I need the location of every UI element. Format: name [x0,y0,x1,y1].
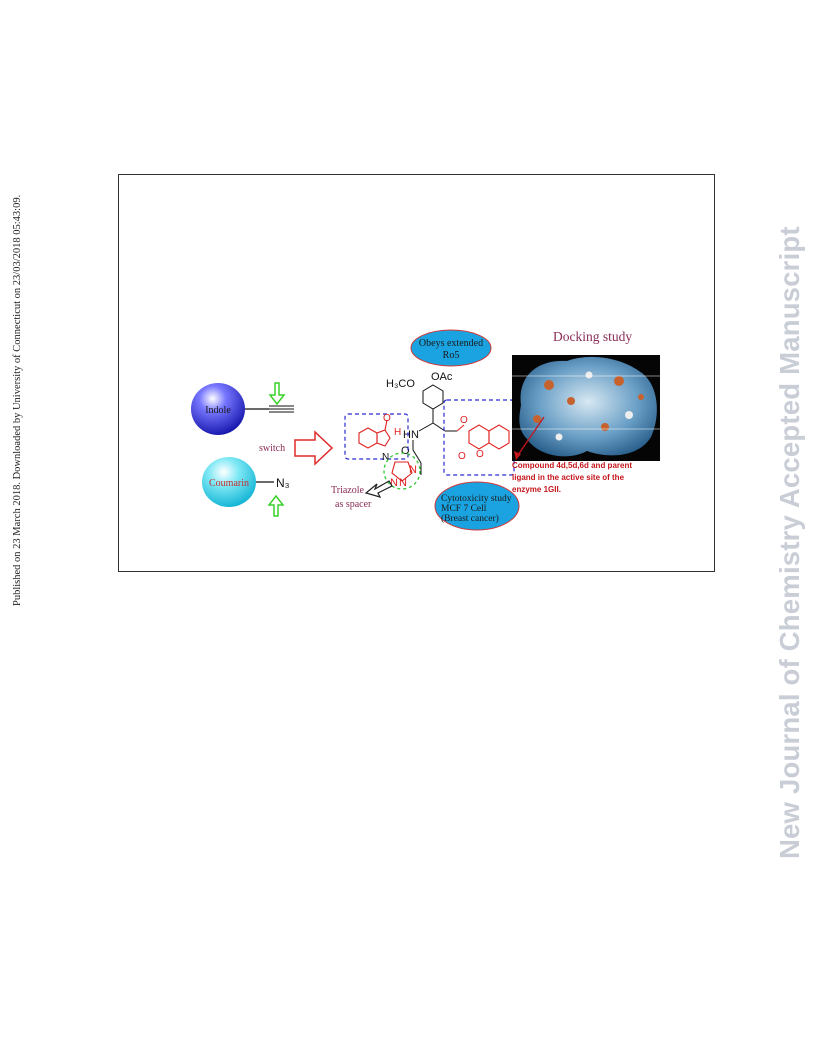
cyto-line1: Cytotoxicity study [441,494,512,504]
graphical-abstract-figure: Indole Coumarin N₃ switch Obeys extended… [191,329,660,531]
coumarin-label: Coumarin [209,478,249,489]
lactone-o-label: O [476,449,484,460]
ro5-line1: Obeys extended [419,338,483,349]
ro5-line2: Ro5 [443,350,460,361]
down-arrow-icon [268,382,286,406]
up-arrow-icon [267,494,285,517]
ketone-o-label: O [460,415,468,426]
protein-surface-icon [512,355,660,461]
methoxy-label: H₃CO [386,378,415,390]
indole-n-label: N [382,452,389,463]
caption-line3: enzyme 1GII. [512,485,561,494]
triazole-n2-label: N [399,477,407,489]
carbonyl-o-label: O [401,445,410,457]
lactone-co-label: O [458,451,466,462]
cyto-line3: (Breast cancer) [441,513,499,524]
acetoxy-label: OAc [431,371,453,383]
journal-watermark: New Journal of Chemistry Accepted Manusc… [774,226,805,859]
aldehyde-o-label: O [383,413,391,424]
aldehyde-h-label: H [394,427,401,438]
published-note: Published on 23 March 2018. Downloaded b… [12,194,23,606]
docking-title: Docking study [553,329,632,344]
switch-label: switch [259,443,285,454]
switch-arrow-icon [294,430,334,466]
triazole-n3-label: N [390,477,398,489]
coumarin-dashed-box [443,399,515,476]
caption-line1: Compound 4d,5d,6d and parent [512,461,632,470]
graphical-abstract-frame: Indole Coumarin N₃ switch Obeys extended… [118,174,715,572]
caption-line2: ligand in the active site of the [512,473,625,482]
coumarin-sphere-icon [202,457,256,507]
ro5-bubble [410,329,492,367]
azide-label: N₃ [276,476,290,490]
indole-label: Indole [205,405,231,416]
cyto-line2: MCF 7 Cell [441,504,487,514]
indole-dashed-box [344,413,409,460]
triazole-n1-label: N [409,464,417,476]
amine-label: HN [403,429,419,441]
triazole-dashed-circle [383,452,421,490]
indole-sphere-icon [191,383,245,435]
triazole-label-1: Triazole [331,485,365,496]
pointer-arrow-icon [364,480,393,498]
triazole-label-2: as spacer [335,499,372,510]
cytotoxicity-bubble [434,481,520,531]
